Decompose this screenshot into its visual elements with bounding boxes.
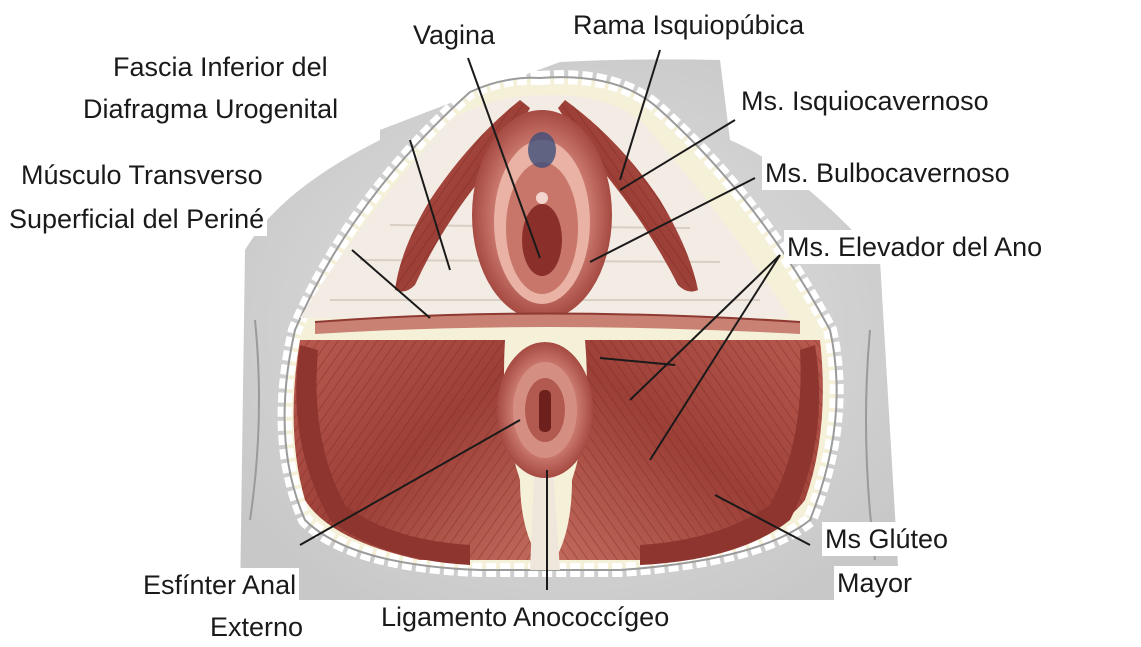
label-fascia-line2: Diafragma Urogenital	[80, 92, 341, 126]
label-gluteo-line1: Ms Glúteo	[822, 522, 951, 556]
label-fascia-line1: Fascia Inferior del	[110, 50, 331, 84]
label-esfinter-line1: Esfínter Anal	[140, 568, 299, 602]
label-ms-isquiocavernoso: Ms. Isquiocavernoso	[738, 84, 992, 118]
label-esfinter-line2: Externo	[207, 610, 306, 644]
label-transverso-line1: Músculo Transverso	[18, 158, 266, 192]
label-rama-isquiopubica: Rama Isquiopúbica	[570, 8, 807, 42]
label-gluteo-line2: Mayor	[834, 566, 915, 600]
label-ms-elevador: Ms. Elevador del Ano	[784, 230, 1045, 264]
label-ligamento: Ligamento Anococcígeo	[378, 600, 672, 634]
label-transverso-line2: Superficial del Periné	[6, 202, 267, 236]
label-vagina: Vagina	[410, 18, 498, 52]
label-ms-bulbocavernoso: Ms. Bulbocavernoso	[762, 156, 1013, 190]
